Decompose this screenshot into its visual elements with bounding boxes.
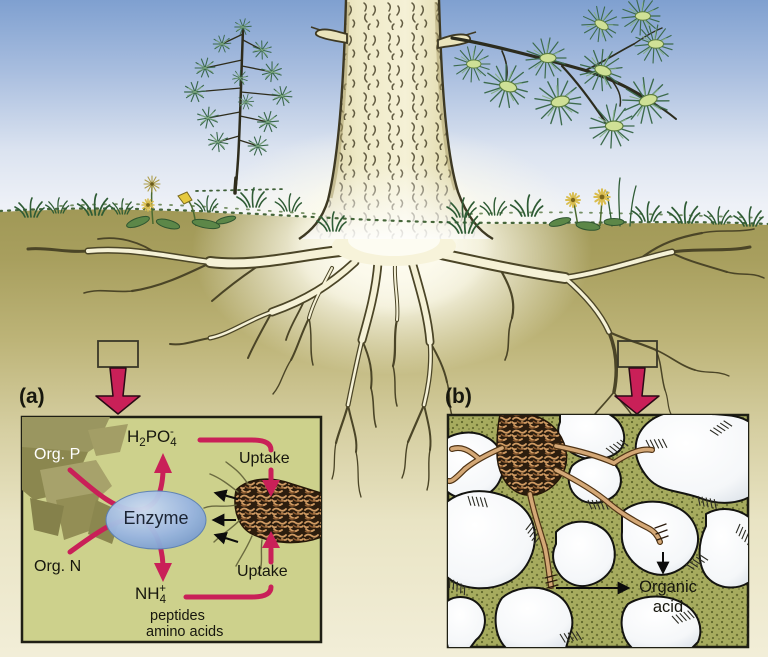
tree-trunk bbox=[298, 0, 494, 241]
branch-stub-right bbox=[437, 33, 472, 50]
pine-sapling bbox=[183, 18, 295, 195]
label-peptides: peptides bbox=[150, 608, 205, 624]
label-uptake-bottom: Uptake bbox=[237, 563, 288, 580]
organic-acid-arrows bbox=[556, 552, 670, 595]
enzyme-ellipse bbox=[105, 490, 207, 550]
pine-branch bbox=[450, 0, 677, 149]
flowers bbox=[126, 175, 625, 231]
label-org-n: Org. N bbox=[34, 558, 82, 575]
callout-box-b bbox=[617, 340, 658, 368]
callout-box-a bbox=[97, 340, 139, 368]
label-h2po4: H2PO4- bbox=[127, 426, 177, 449]
label-enzyme: Enzyme bbox=[123, 508, 189, 528]
label-uptake-top: Uptake bbox=[239, 450, 290, 467]
panel-a-tag: (a) bbox=[19, 385, 45, 408]
callout-arrow-a-icon bbox=[95, 367, 141, 415]
callout-arrow-b-icon bbox=[614, 367, 660, 415]
label-nh4: NH4+ bbox=[135, 583, 167, 606]
bell-flower bbox=[177, 191, 193, 205]
mycorrhiza-root-a bbox=[203, 461, 321, 575]
uptake-bracket-arrows bbox=[183, 437, 280, 600]
soil-particles bbox=[448, 415, 748, 647]
enzyme-black-arrows bbox=[211, 489, 239, 545]
panel-b bbox=[446, 413, 750, 649]
label-org-p: Org. P bbox=[34, 446, 81, 463]
hyphae-strands bbox=[203, 461, 263, 575]
mycorrhiza-root-b bbox=[448, 415, 669, 589]
label-organic-acid: Organic acid bbox=[639, 578, 697, 616]
panel-a bbox=[20, 415, 323, 644]
panel-b-tag: (b) bbox=[445, 385, 472, 408]
label-amino-acids: amino acids bbox=[146, 624, 224, 640]
branch-stub-left bbox=[314, 28, 348, 45]
